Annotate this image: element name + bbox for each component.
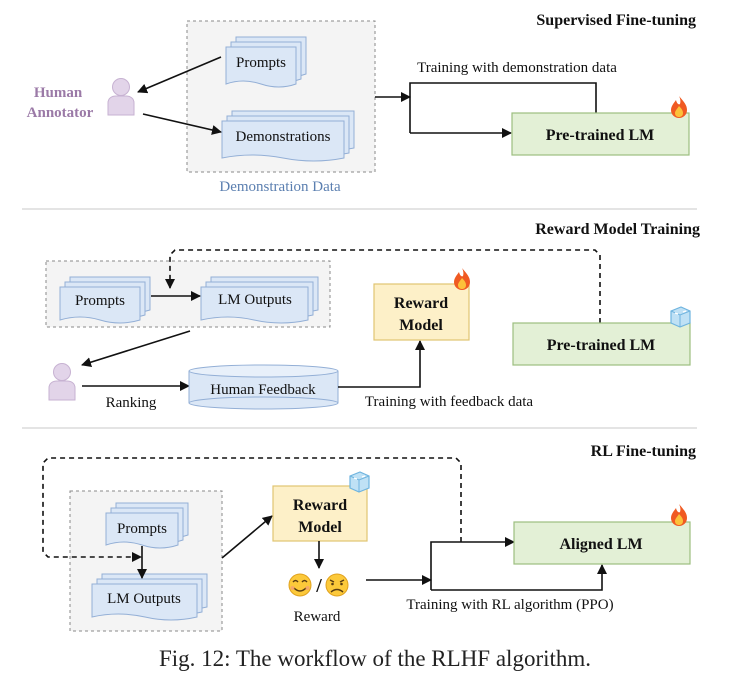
human-label-line2: Annotator bbox=[27, 105, 94, 121]
human-annotator-icon bbox=[107, 78, 135, 116]
arrow-to-aligned-lm bbox=[430, 537, 515, 590]
aligned-lm-box bbox=[513, 521, 691, 565]
figure-caption: Fig. 12: The workflow of the RLHF algori… bbox=[158, 646, 592, 671]
arrow-outputs-to-reward-model bbox=[221, 515, 273, 559]
prompts-doc-stack bbox=[225, 36, 307, 88]
arrow-feedback-to-reward-model bbox=[338, 340, 425, 388]
prompts-label: Prompts bbox=[117, 521, 167, 537]
sad-face-icon bbox=[325, 573, 349, 597]
lm-outputs-doc-stack bbox=[91, 573, 208, 621]
section-title: Reward Model Training bbox=[535, 221, 700, 238]
svg-text:/: / bbox=[315, 575, 322, 597]
training-label: Training with demonstration data bbox=[417, 60, 617, 76]
section-title: RL Fine-tuning bbox=[591, 443, 696, 460]
prompts-doc-stack bbox=[59, 276, 151, 324]
human-feedback-database bbox=[188, 364, 339, 410]
panel-label: Demonstration Data bbox=[219, 179, 341, 195]
reward-model-box bbox=[272, 485, 368, 542]
arrow-prompts-to-human bbox=[137, 56, 222, 94]
section-rl-fine-tuning: RL Fine-tuning Prompts LM Outputs Reward… bbox=[42, 443, 696, 632]
fire-icon bbox=[671, 504, 687, 526]
fire-icon bbox=[454, 268, 470, 290]
dashed-arrow-lm-to-outputs bbox=[165, 249, 601, 323]
training-label: Training with RL algorithm (PPO) bbox=[406, 597, 613, 613]
reward-model-line2: Model bbox=[399, 317, 443, 334]
lm-outputs-doc-stack bbox=[200, 276, 319, 324]
ice-cube-icon bbox=[670, 306, 691, 328]
training-label: Training with feedback data bbox=[365, 394, 533, 410]
reward-model-line1: Reward bbox=[394, 295, 448, 312]
reward-model-box bbox=[373, 283, 470, 341]
reward-faces: / 😊/😞 bbox=[288, 573, 349, 597]
demonstrations-doc-stack bbox=[221, 110, 355, 162]
happy-face-icon bbox=[288, 573, 312, 597]
arrow-outputs-to-human bbox=[81, 330, 191, 368]
human-ranker-icon bbox=[48, 363, 76, 401]
lm-outputs-label: LM Outputs bbox=[107, 591, 181, 607]
prompts-label: Prompts bbox=[236, 55, 286, 71]
reward-model-line1: Reward bbox=[293, 497, 347, 514]
human-label-line1: Human bbox=[34, 85, 83, 101]
demonstrations-label: Demonstrations bbox=[236, 129, 331, 145]
section-supervised-fine-tuning: Supervised Fine-tuning Human Annotator D… bbox=[27, 12, 696, 195]
arrow-to-aligned-lm-bottom bbox=[431, 564, 607, 591]
lm-outputs-label: LM Outputs bbox=[218, 292, 292, 308]
reward-model-line2: Model bbox=[298, 519, 342, 536]
prompts-label: Prompts bbox=[75, 293, 125, 309]
prompts-doc-stack bbox=[105, 502, 189, 549]
dashed-arrow-lm-to-outputs bbox=[42, 457, 462, 562]
ranking-label: Ranking bbox=[106, 395, 157, 411]
fire-icon bbox=[671, 96, 687, 118]
training-path bbox=[409, 82, 597, 133]
section-reward-model-training: Reward Model Training Prompts LM Outputs… bbox=[45, 221, 700, 411]
arrow-human-to-demonstrations bbox=[142, 113, 222, 135]
model-label: Pre-trained LM bbox=[546, 127, 655, 144]
model-label: Pre-trained LM bbox=[547, 337, 656, 354]
model-label: Aligned LM bbox=[559, 536, 642, 553]
section-title: Supervised Fine-tuning bbox=[536, 12, 696, 29]
pretrained-lm-box bbox=[511, 112, 690, 156]
pretrained-lm-box bbox=[512, 322, 691, 366]
ice-cube-icon bbox=[349, 471, 370, 493]
reward-label: Reward bbox=[294, 609, 341, 625]
human-feedback-label: Human Feedback bbox=[210, 382, 316, 398]
